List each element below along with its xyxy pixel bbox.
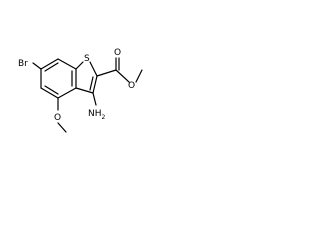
ester-oxygen-label: O (128, 81, 135, 91)
amino-subscript: 2 (102, 114, 106, 121)
bond-c6-c7-inner (44, 62, 59, 72)
bond-c2-carbonyl-c (96, 69, 117, 77)
bond-c4-c5 (40, 87, 59, 99)
bond-o-methoxy-me (57, 122, 67, 133)
bond-c7-c7a (57, 58, 77, 70)
bromine-label: Br (18, 59, 28, 69)
bond-carbonyl-c-ester-o (115, 69, 130, 83)
bond-c6-c7 (40, 58, 59, 70)
bond-c3-c3a (75, 87, 94, 94)
bond-c3-n (92, 92, 97, 106)
amino-main-label: NH (88, 109, 102, 119)
atom-labels: Br S NH2 O O O (18, 48, 135, 123)
bond-br-c6 (32, 62, 42, 70)
bond-ester-o-me (135, 69, 143, 83)
amino-label: NH2 (88, 109, 106, 121)
bond-c3a-c4 (57, 87, 77, 99)
bond-c7a-s (75, 61, 84, 70)
bond-c2-c3-inner (89, 76, 94, 91)
carbonyl-oxygen-label: O (114, 48, 121, 58)
structure-diagram: Br S NH2 O O O (18, 48, 143, 133)
bond-s-c2 (89, 61, 98, 77)
methoxy-oxygen-label: O (54, 113, 61, 123)
bond-c4-c5-inner (44, 85, 59, 95)
bonds (32, 57, 143, 133)
bond-c2-c3 (92, 75, 98, 94)
sulfur-label: S (84, 54, 90, 64)
